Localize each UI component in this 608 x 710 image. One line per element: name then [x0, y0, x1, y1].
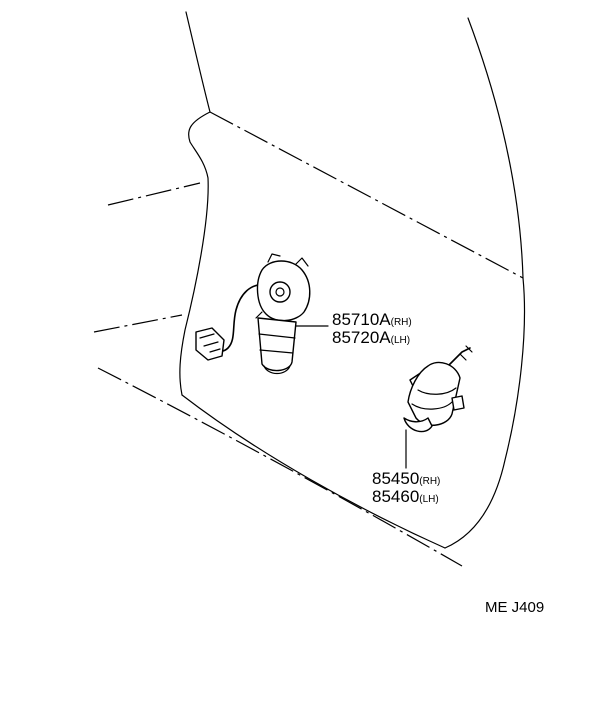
actuator-end-cap [403, 417, 433, 433]
actuator-side-tab [451, 395, 465, 411]
callout-85720a: 85720A(LH) [332, 328, 410, 347]
callout-85450-number: 85450 [372, 469, 419, 488]
door-panel-top-dashed-line [209, 111, 524, 279]
callout-85460: 85460(LH) [372, 487, 439, 506]
callout-85450: 85450(RH) [372, 469, 440, 488]
callout-85460-suffix: (LH) [419, 494, 438, 505]
actuator-housing-bands [411, 387, 457, 410]
motor-end-cap [263, 365, 291, 375]
svg-text:85720A(LH): 85720A(LH) [332, 328, 410, 347]
callout-85460-number: 85460 [372, 487, 419, 506]
actuator-rod-end [459, 345, 473, 361]
door-panel-right-edge [444, 277, 526, 549]
door-panel-bottom-edge [181, 394, 446, 549]
power-window-motor [195, 253, 311, 375]
motor-body [257, 317, 297, 372]
motor-connector-detail [199, 333, 221, 353]
motor-gear-hub [269, 281, 291, 303]
door-panel-rear-edge [467, 17, 524, 279]
svg-text:85450(RH): 85450(RH) [372, 469, 440, 488]
motor-mount-tabs [255, 253, 309, 319]
door-panel-upper-edge [179, 111, 211, 396]
leader-lines [295, 325, 407, 469]
drawing-code: ME J409 [485, 599, 544, 616]
sill-dashed-line [97, 367, 463, 567]
callout-85710a: 85710A(RH) [332, 310, 412, 329]
trim-dashed-line-1 [107, 182, 201, 206]
callout-85450-suffix: (RH) [419, 476, 440, 487]
callout-85710a-suffix: (RH) [391, 317, 412, 328]
door-lock-actuator [403, 345, 473, 433]
callout-85720a-number: 85720A [332, 328, 391, 347]
svg-text:85460(LH): 85460(LH) [372, 487, 439, 506]
door-panel-edge-left [185, 11, 211, 113]
callout-85720a-suffix: (LH) [391, 335, 410, 346]
svg-text:85710A(RH): 85710A(RH) [332, 310, 412, 329]
trim-dashed-line-2 [93, 314, 183, 333]
motor-gear-shaft [275, 287, 285, 297]
motor-body-bands [258, 333, 296, 354]
door-panel-outline [93, 11, 526, 567]
callout-85710a-number: 85710A [332, 310, 391, 329]
